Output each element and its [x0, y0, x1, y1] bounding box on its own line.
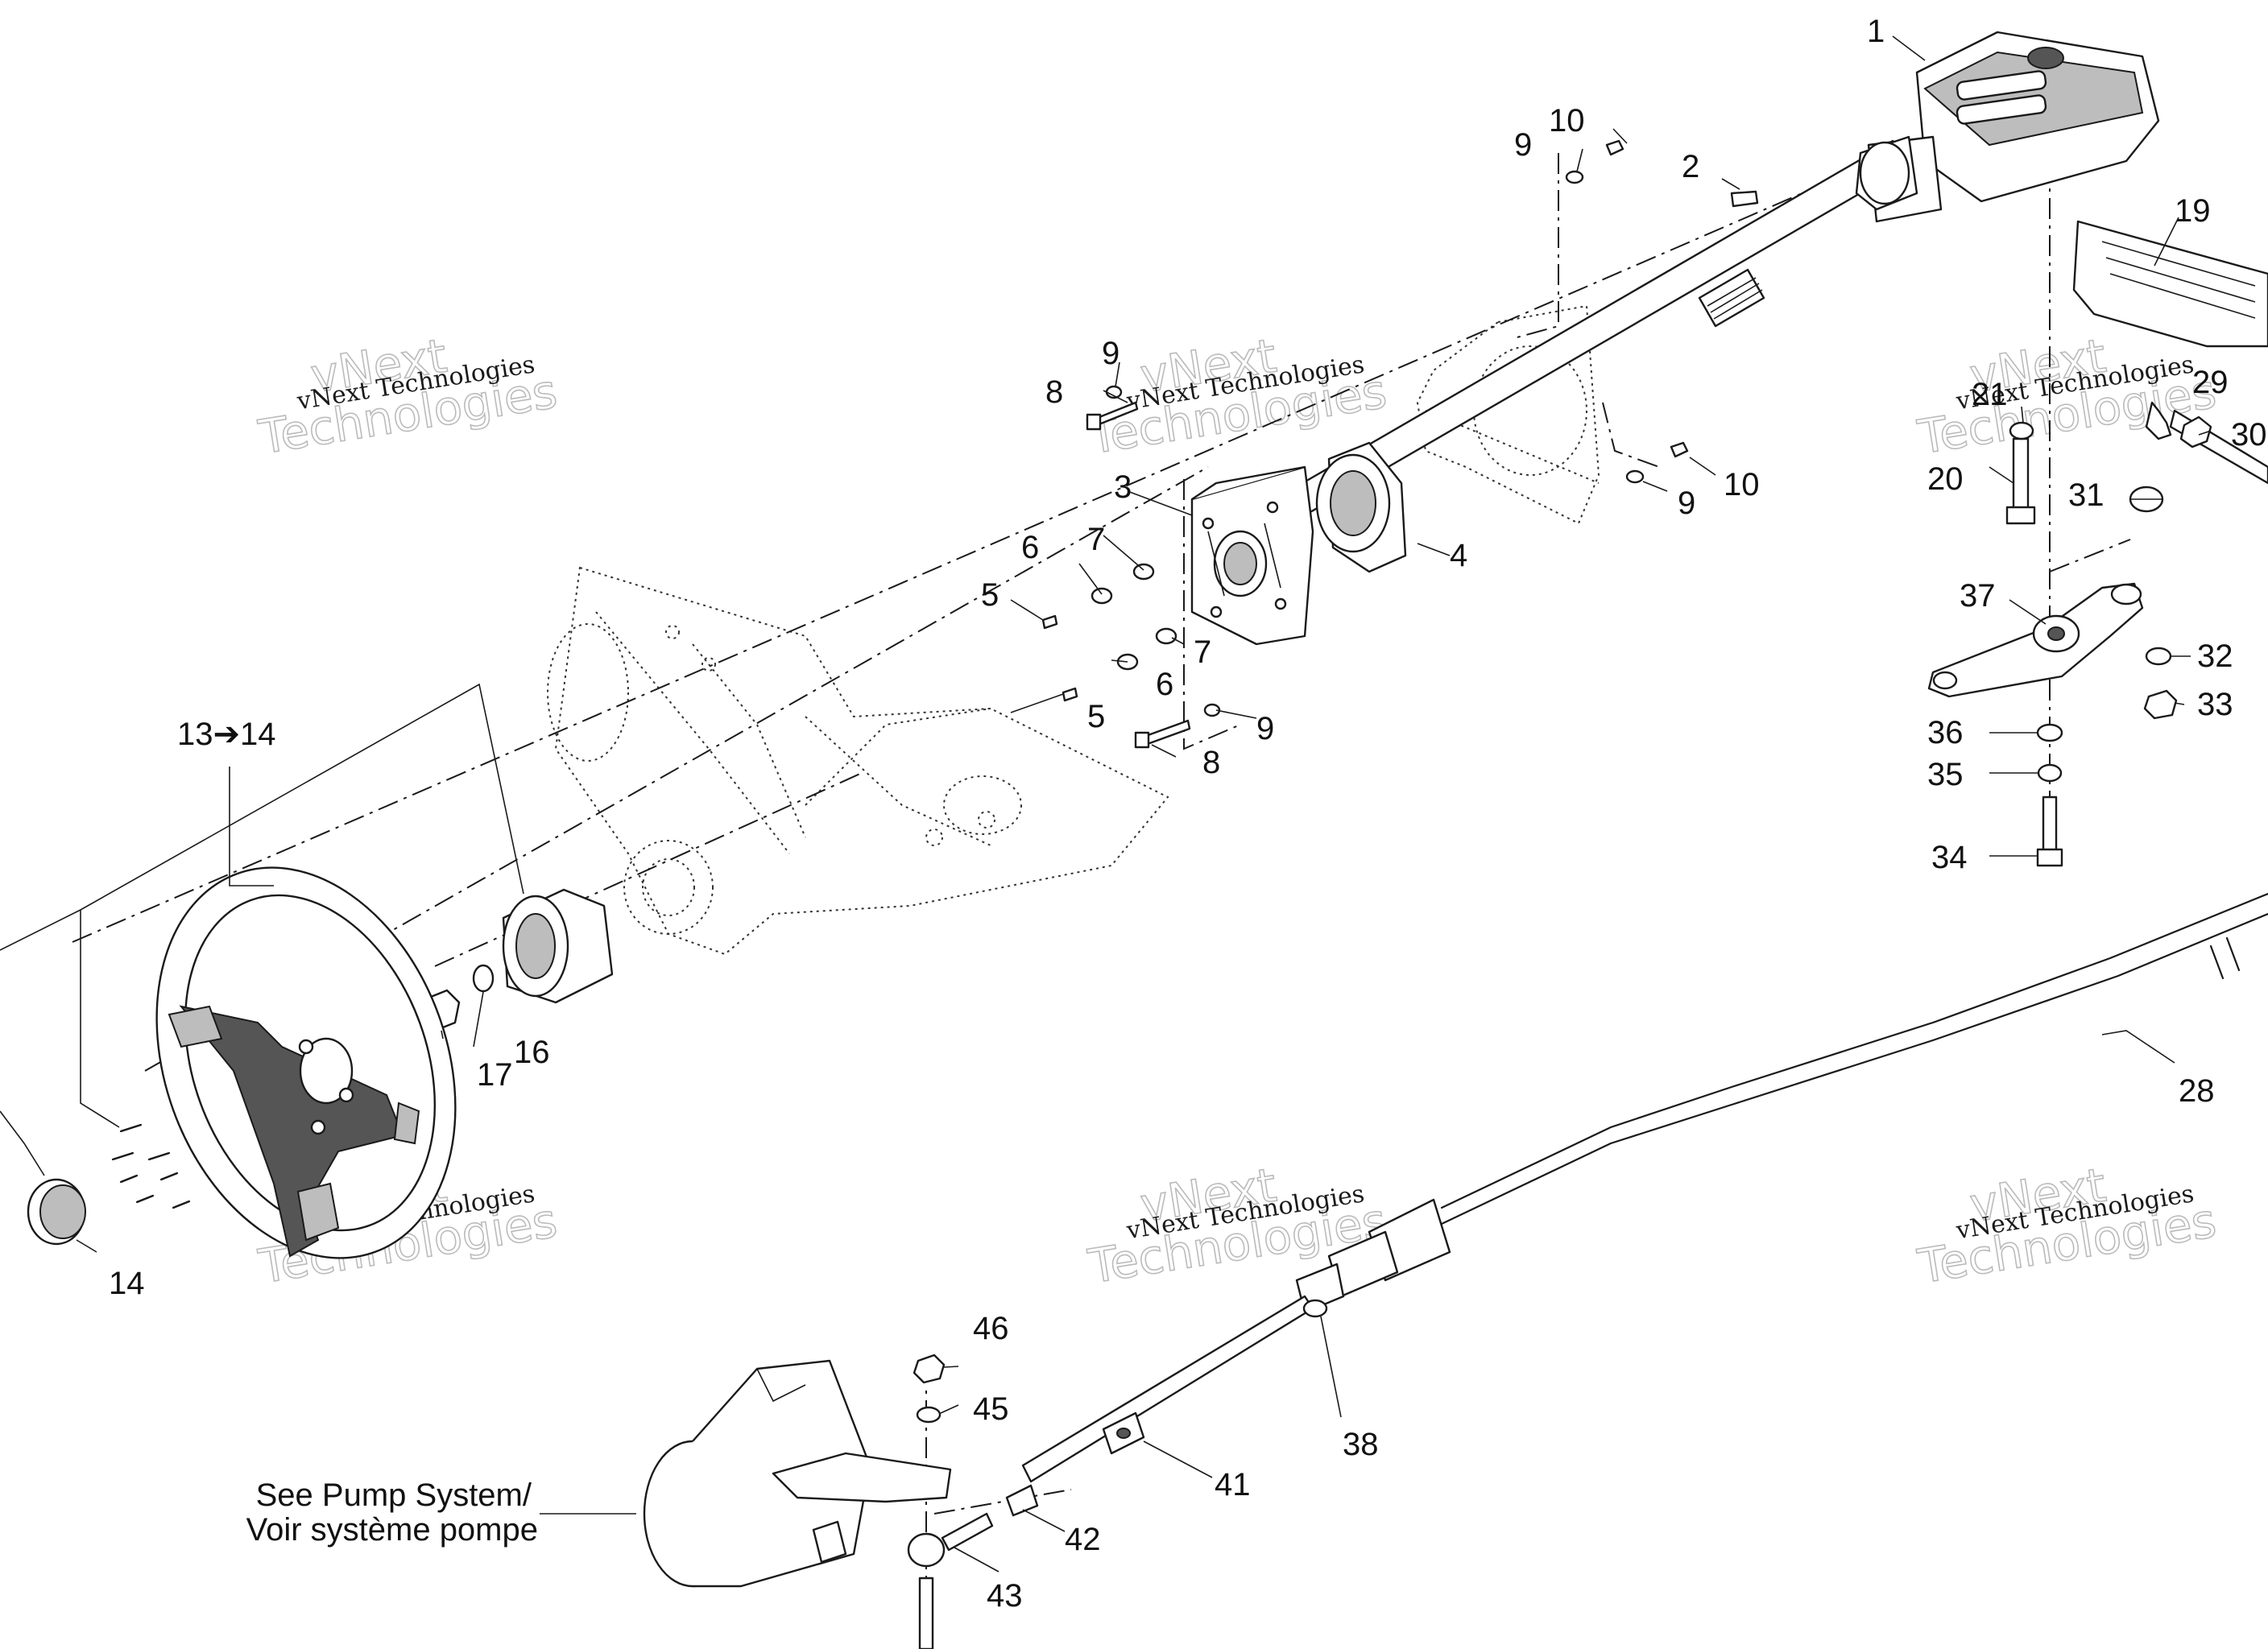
callout-33: 33: [2197, 687, 2233, 722]
steering-wheel: [155, 866, 457, 1259]
callout-8a: 8: [1045, 374, 1063, 410]
callout-35: 35: [1927, 757, 1964, 792]
jet-pump-nozzle: [643, 1359, 952, 1588]
callout-6b: 6: [1156, 667, 1173, 702]
callout-16: 16: [514, 1035, 550, 1070]
spacer-ring: [1315, 441, 1407, 573]
callout-5a: 5: [981, 577, 999, 613]
linkage-fasteners: [2005, 401, 2268, 867]
callout-38: 38: [1343, 1427, 1379, 1462]
callout-30: 30: [2231, 417, 2267, 453]
callout-20: 20: [1927, 461, 1964, 497]
steering-arm: [1927, 582, 2144, 698]
callout-2: 2: [1682, 149, 1699, 184]
callout-6a: 6: [1021, 530, 1039, 565]
callout-19: 19: [2175, 193, 2211, 229]
callout-4: 4: [1450, 538, 1467, 573]
callout-10a: 10: [1549, 103, 1585, 138]
callout-labels: 1 2 3 4 5 5 6 6 7 7 8 8 9 9 9 9 10 10 13…: [109, 14, 2267, 1614]
watermark-top-left: vNext Technologies vNext Technologies: [255, 328, 561, 465]
callout-41: 41: [1215, 1467, 1251, 1502]
watermark-top-center: vNext Technologies vNext Technologies: [1084, 328, 1391, 465]
callout-34: 34: [1931, 840, 1968, 875]
callout-46: 46: [973, 1311, 1009, 1346]
callout-13-14: 13➔14: [177, 717, 276, 752]
callout-1: 1: [1867, 14, 1885, 49]
callout-45: 45: [973, 1391, 1009, 1427]
callout-29: 29: [2192, 365, 2229, 400]
callout-5b: 5: [1087, 699, 1105, 734]
leader-lines: [76, 35, 2212, 1573]
dashboard-panel-outline: [547, 566, 1169, 956]
callout-9b: 9: [1256, 711, 1274, 746]
callout-21: 21: [1972, 377, 2008, 412]
watermark-bottom-right: vNext Technologies vNext Technologies: [1914, 1157, 2220, 1295]
callout-36: 36: [1927, 715, 1964, 750]
callout-17: 17: [477, 1057, 513, 1093]
callout-28: 28: [2179, 1073, 2215, 1109]
callout-31: 31: [2068, 477, 2105, 513]
callout-37: 37: [1960, 578, 1996, 614]
mounting-plate: [1190, 465, 1314, 646]
helm-housing: [1855, 31, 2160, 223]
pump-fasteners: [907, 1354, 994, 1649]
callout-10b: 10: [1724, 467, 1760, 502]
callout-7a: 7: [1087, 522, 1105, 557]
reference-note-line1: See Pump System/: [256, 1477, 532, 1513]
callout-9a: 9: [1102, 336, 1120, 371]
callout-43: 43: [987, 1578, 1023, 1614]
reference-note-line2: Voir système pompe: [246, 1512, 538, 1548]
center-cap: [27, 1178, 86, 1246]
callout-9d: 9: [1678, 486, 1695, 521]
pedal-plate: [2072, 220, 2268, 348]
pump-system-reference: See Pump System/ Voir système pompe: [246, 1477, 538, 1548]
steering-hub: [421, 888, 614, 1032]
bulkhead-outline: [1416, 304, 1600, 525]
callout-bracket-wheel: [0, 683, 524, 1176]
steering-cable: [1005, 892, 2268, 1517]
callout-14: 14: [109, 1266, 145, 1301]
callout-8b: 8: [1202, 745, 1220, 780]
callout-7b: 7: [1194, 634, 1211, 670]
wheel-screws: [111, 1123, 191, 1209]
callout-42: 42: [1065, 1522, 1101, 1557]
callout-3: 3: [1114, 469, 1132, 505]
woodruff-key: [1730, 190, 1759, 208]
callout-9c: 9: [1514, 127, 1532, 163]
callout-32: 32: [2197, 639, 2233, 674]
